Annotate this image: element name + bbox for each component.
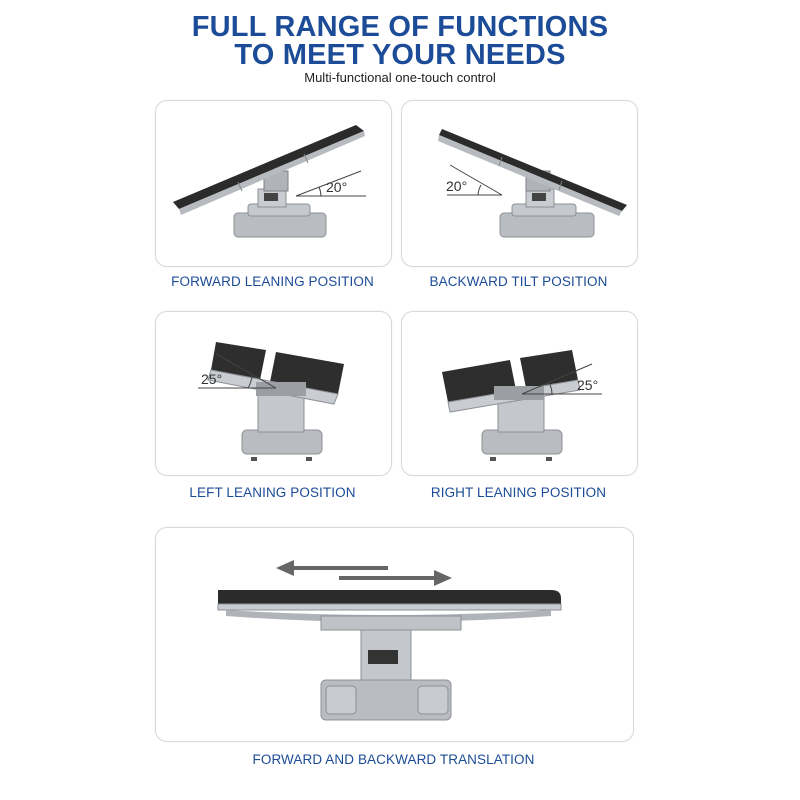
caption-right-leaning: RIGHT LEANING POSITION xyxy=(430,485,607,500)
panel-translation xyxy=(155,527,634,742)
right-angle-label: 25° xyxy=(577,377,598,393)
panel-right-leaning: 25° xyxy=(401,311,638,476)
caption-left-leaning: LEFT LEANING POSITION xyxy=(189,485,356,500)
backward-tilt-illustration: 20° xyxy=(438,129,627,238)
caption-forward-leaning: FORWARD LEANING POSITION xyxy=(171,274,374,289)
translation-illustration xyxy=(217,560,562,721)
caption-backward-tilt: BACKWARD TILT POSITION xyxy=(429,274,608,289)
caption-translation: FORWARD AND BACKWARD TRANSLATION xyxy=(252,752,535,767)
backward-angle-label: 20° xyxy=(446,178,467,194)
panel-backward-tilt: 20° xyxy=(401,100,638,267)
left-leaning-illustration: 25° xyxy=(198,342,344,461)
forward-angle-label: 20° xyxy=(326,179,347,195)
page-subtitle: Multi-functional one-touch control xyxy=(304,70,496,85)
forward-leaning-illustration: 20° xyxy=(173,125,366,238)
page-title-line-2: TO MEET YOUR NEEDS xyxy=(234,39,566,71)
panel-forward-leaning: 20° xyxy=(155,100,392,267)
panel-left-leaning: 25° xyxy=(155,311,392,476)
right-leaning-illustration: 25° xyxy=(442,350,602,461)
page-title-line-1: FULL RANGE OF FUNCTIONS xyxy=(191,11,609,43)
left-angle-label: 25° xyxy=(201,371,222,387)
